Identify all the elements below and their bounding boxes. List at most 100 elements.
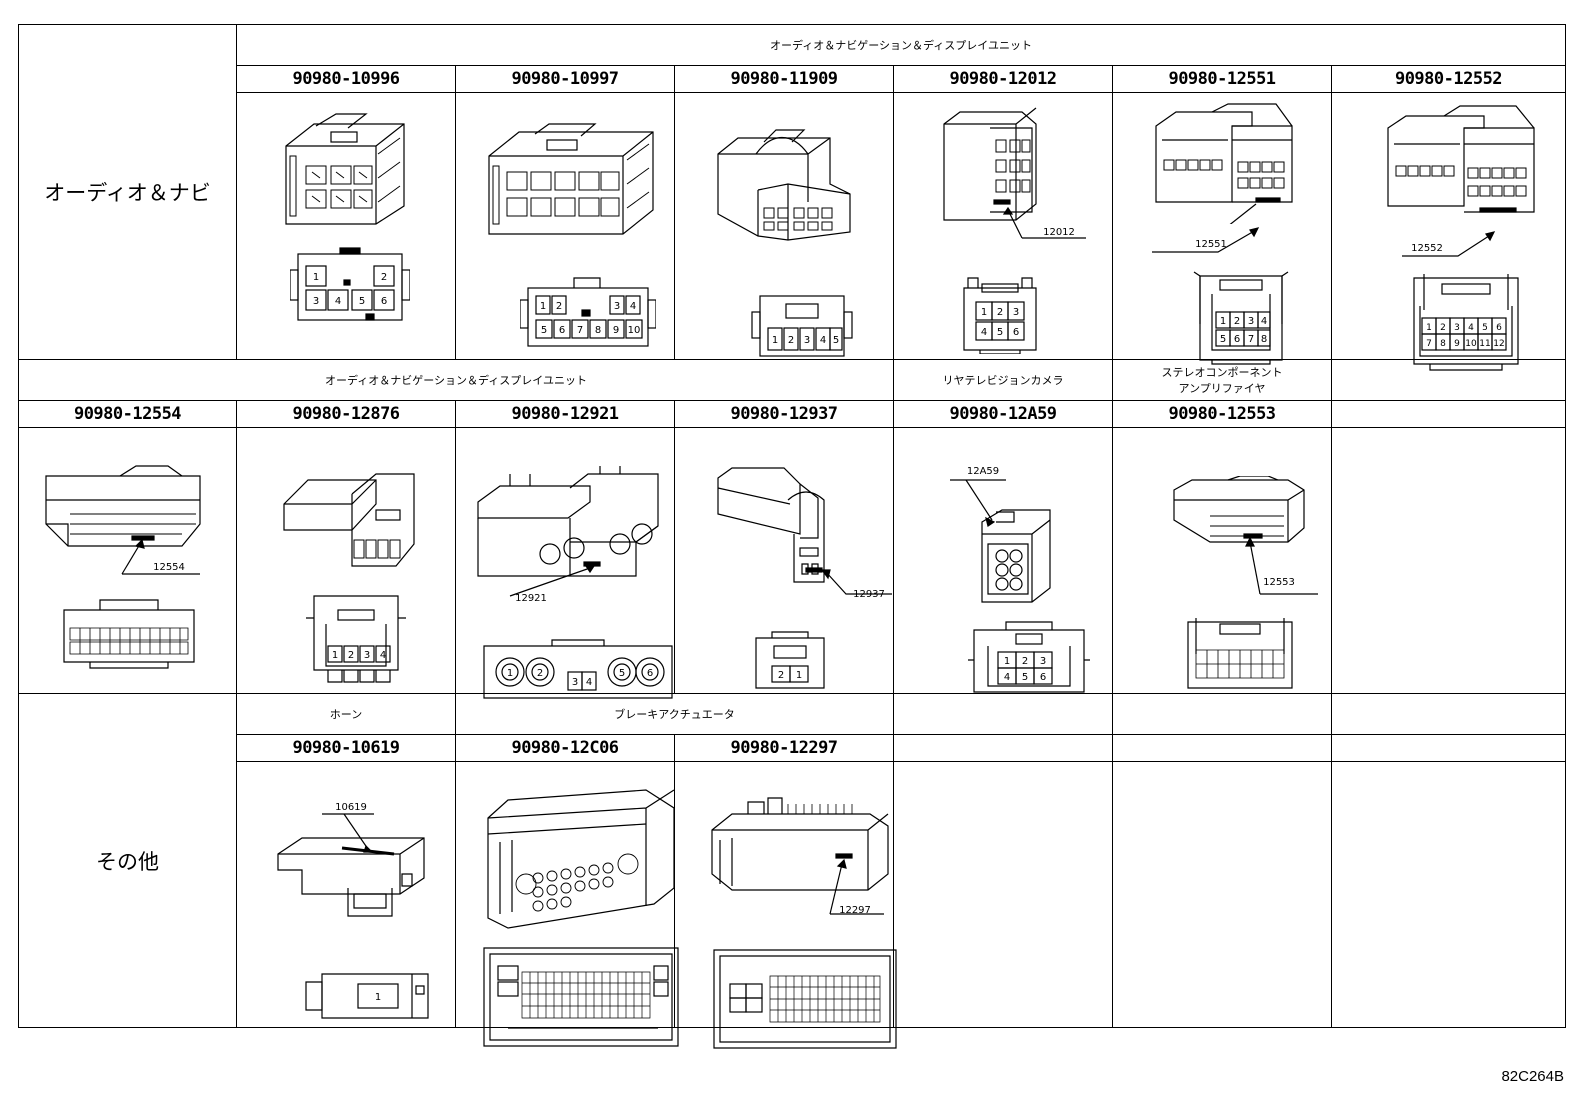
part-number: 90980-10996 [236, 65, 456, 93]
connector-drawing [1152, 100, 1302, 224]
part-number: 90980-12554 [18, 400, 237, 428]
pin-face: 1 2 3 4 5 6 [956, 274, 1044, 354]
row2-title-navi: オーディオ＆ナビゲーション＆ディスプレイユニット [18, 359, 894, 401]
pin-label: 5 [619, 668, 625, 679]
pin-label: 2 [348, 650, 354, 661]
pin-face: 1 2 3 4 5 6 7 8 9 10 [520, 276, 656, 350]
part-number: 90980-10997 [455, 65, 675, 93]
connector-drawing [710, 464, 896, 604]
title-line: ステレオコンポーネント [1161, 365, 1283, 379]
pin-label: 3 [1013, 307, 1019, 318]
pin-label: 4 [1261, 316, 1267, 327]
pin-label: 5 [997, 327, 1003, 338]
pin-label: 3 [364, 650, 370, 661]
pin-label: 5 [1482, 323, 1488, 333]
pin-label: 7 [1248, 334, 1254, 345]
pin-label: 2 [537, 668, 543, 679]
category-other: その他 [18, 693, 237, 1028]
pin-label: 3 [1248, 316, 1254, 327]
pin-label: 1 [332, 650, 338, 661]
empty-cell [1112, 693, 1332, 735]
pin-label: 3 [614, 301, 620, 312]
pin-face: 1 2 3 4 5 6 7 8 9 10 11 12 [1410, 270, 1522, 374]
empty-cell [1112, 761, 1332, 1028]
pin-label: 6 [381, 296, 387, 307]
connector-drawing [478, 788, 684, 938]
connector-drawing [712, 124, 857, 242]
connector-drawing [936, 104, 1106, 268]
pin-label: 6 [647, 668, 653, 679]
connector-tag: 12A59 [966, 465, 1000, 477]
pin-face: 1 2 3 4 [304, 592, 408, 688]
pin-label: 6 [559, 325, 565, 336]
pin-label: 4 [586, 677, 592, 688]
empty-cell [1331, 761, 1566, 1028]
pin-label: 1 [313, 272, 319, 283]
part-number: 90980-12551 [1112, 65, 1332, 93]
connector-drawing [280, 464, 430, 574]
part-number: 90980-12A59 [893, 400, 1113, 428]
pin-label: 5 [833, 335, 839, 346]
part-number: 90980-12876 [236, 400, 456, 428]
connector-drawing [708, 794, 894, 924]
pin-label: 3 [1040, 656, 1046, 667]
pin-label: 6 [1496, 323, 1502, 333]
part-number: 90980-11909 [674, 65, 894, 93]
pin-label: 4 [380, 650, 386, 661]
pin-label: 7 [577, 325, 583, 336]
part-number: 90980-12937 [674, 400, 894, 428]
connector-chart: オーディオ＆ナビ その他 オーディオ＆ナビゲーション＆ディスプレイユニット 90… [18, 24, 1566, 1049]
pin-label: 12 [1493, 339, 1504, 349]
connector-drawing [1168, 476, 1328, 600]
pin-label: 7 [1426, 339, 1432, 349]
pin-label: 1 [1004, 656, 1010, 667]
part-number: 90980-12552 [1331, 65, 1566, 93]
pin-face [478, 942, 688, 1052]
pin-face: 1 2 3 4 5 6 [480, 636, 676, 706]
connector-drawing [470, 466, 666, 602]
connector-tag: 10619 [335, 801, 367, 813]
pin-label: 4 [1468, 323, 1474, 333]
pin-label: 2 [556, 301, 562, 312]
pin-label: 11 [1479, 339, 1490, 349]
pin-face [1180, 614, 1300, 696]
pin-label: 1 [772, 335, 778, 346]
pin-face: 1 2 3 4 5 6 7 8 [1188, 264, 1294, 368]
connector-tag: 12012 [1043, 226, 1075, 238]
pin-label: 2 [1234, 316, 1240, 327]
part-number: 90980-10619 [236, 734, 456, 762]
leader-line [1402, 228, 1512, 264]
pin-face: 1 2 3 4 5 [750, 290, 854, 364]
pin-face: 1 [302, 968, 438, 1024]
connector-drawing [274, 804, 444, 924]
pin-label: 1 [796, 670, 802, 681]
connector-tag: 12554 [153, 561, 185, 573]
connector-drawing [485, 120, 660, 236]
pin-face [60, 596, 198, 672]
row2-title-camera: リヤテレビジョンカメラ [893, 359, 1113, 401]
pin-face [710, 944, 900, 1054]
pin-label: 1 [1220, 316, 1226, 327]
empty-cell [1331, 427, 1566, 694]
pin-label: 3 [572, 677, 578, 688]
empty-cell [1331, 693, 1566, 735]
pin-label: 2 [788, 335, 794, 346]
pin-label: 2 [778, 670, 784, 681]
pin-label: 5 [1220, 334, 1226, 345]
pin-label: 4 [981, 327, 987, 338]
connector-tag: 12921 [515, 592, 547, 604]
connector-tag: 12553 [1263, 576, 1295, 588]
connector-drawing [1384, 104, 1546, 234]
connector-drawing [276, 106, 416, 226]
pin-label: 2 [997, 307, 1003, 318]
connector-tag: 12297 [839, 904, 871, 916]
connector-drawing [948, 474, 1068, 608]
pin-label: 5 [1022, 672, 1028, 683]
pin-label: 6 [1013, 327, 1019, 338]
pin-label: 6 [1040, 672, 1046, 683]
pin-label: 8 [1440, 339, 1446, 349]
connector-tag: 12552 [1411, 242, 1443, 254]
pin-label: 1 [540, 301, 546, 312]
pin-label: 8 [1261, 334, 1267, 345]
part-number: 90980-12921 [455, 400, 675, 428]
